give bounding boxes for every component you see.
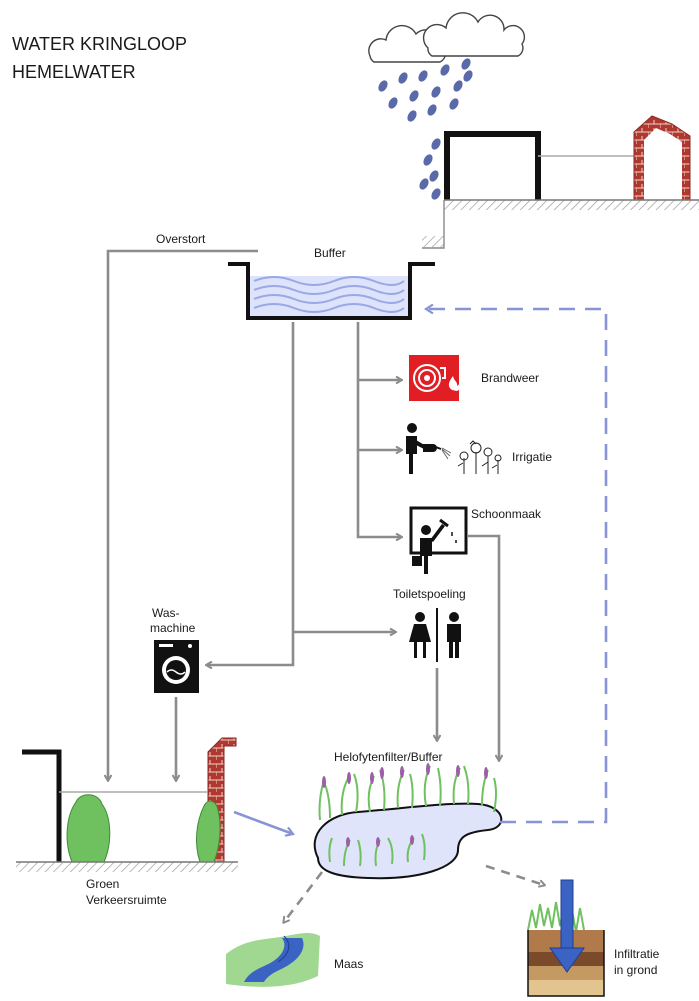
irrigatie-label: Irrigatie [512, 450, 552, 464]
flow-to-infiltratie [485, 864, 544, 885]
verkeersruimte-label: Verkeersruimte [86, 893, 167, 907]
flow-schoonmaak-to-helofyten [468, 534, 499, 760]
maas-label: Maas [334, 957, 363, 971]
building [422, 115, 699, 249]
groen-label: Groen [86, 877, 119, 891]
fire-hose-icon [409, 355, 462, 401]
pond-icon [313, 763, 503, 880]
schoonmaak-label: Schoonmaak [471, 507, 542, 521]
wasmachine-label-1: Was- [152, 606, 180, 620]
helofytenfilter-label: Helofytenfilter/Buffer [334, 750, 443, 764]
flow-to-maas [284, 871, 324, 922]
buffer-label: Buffer [314, 246, 346, 260]
raindrop-icon [378, 58, 473, 200]
cloud-icon [368, 12, 526, 63]
brandweer-label: Brandweer [481, 371, 539, 385]
wasmachine-label-2: machine [150, 621, 196, 635]
overstort-flow [108, 249, 258, 780]
flow-groen-to-helofyten [233, 810, 293, 834]
washing-machine-icon [154, 640, 199, 693]
soil-infiltration-icon [527, 879, 605, 997]
flow-to-wasmachine [207, 322, 295, 665]
buffer-tank [228, 262, 435, 320]
title-line-1: WATER KRINGLOOP [12, 34, 187, 54]
title-line-2: HEMELWATER [12, 62, 136, 82]
toilet-sign-icon [409, 608, 461, 662]
flow-to-schoonmaak [356, 322, 401, 537]
return-flow-to-buffer [426, 309, 608, 824]
toiletspoeling-label: Toiletspoeling [393, 587, 466, 601]
irrigation-person-icon [406, 423, 452, 474]
cleaning-person-icon [409, 506, 468, 574]
overstort-label: Overstort [156, 232, 206, 246]
river-icon [226, 933, 320, 987]
infiltratie-label-1: Infiltratie [614, 947, 660, 961]
infiltratie-label-2: in grond [614, 963, 657, 977]
flower-icon [457, 440, 502, 474]
green-street-scene [16, 737, 238, 872]
